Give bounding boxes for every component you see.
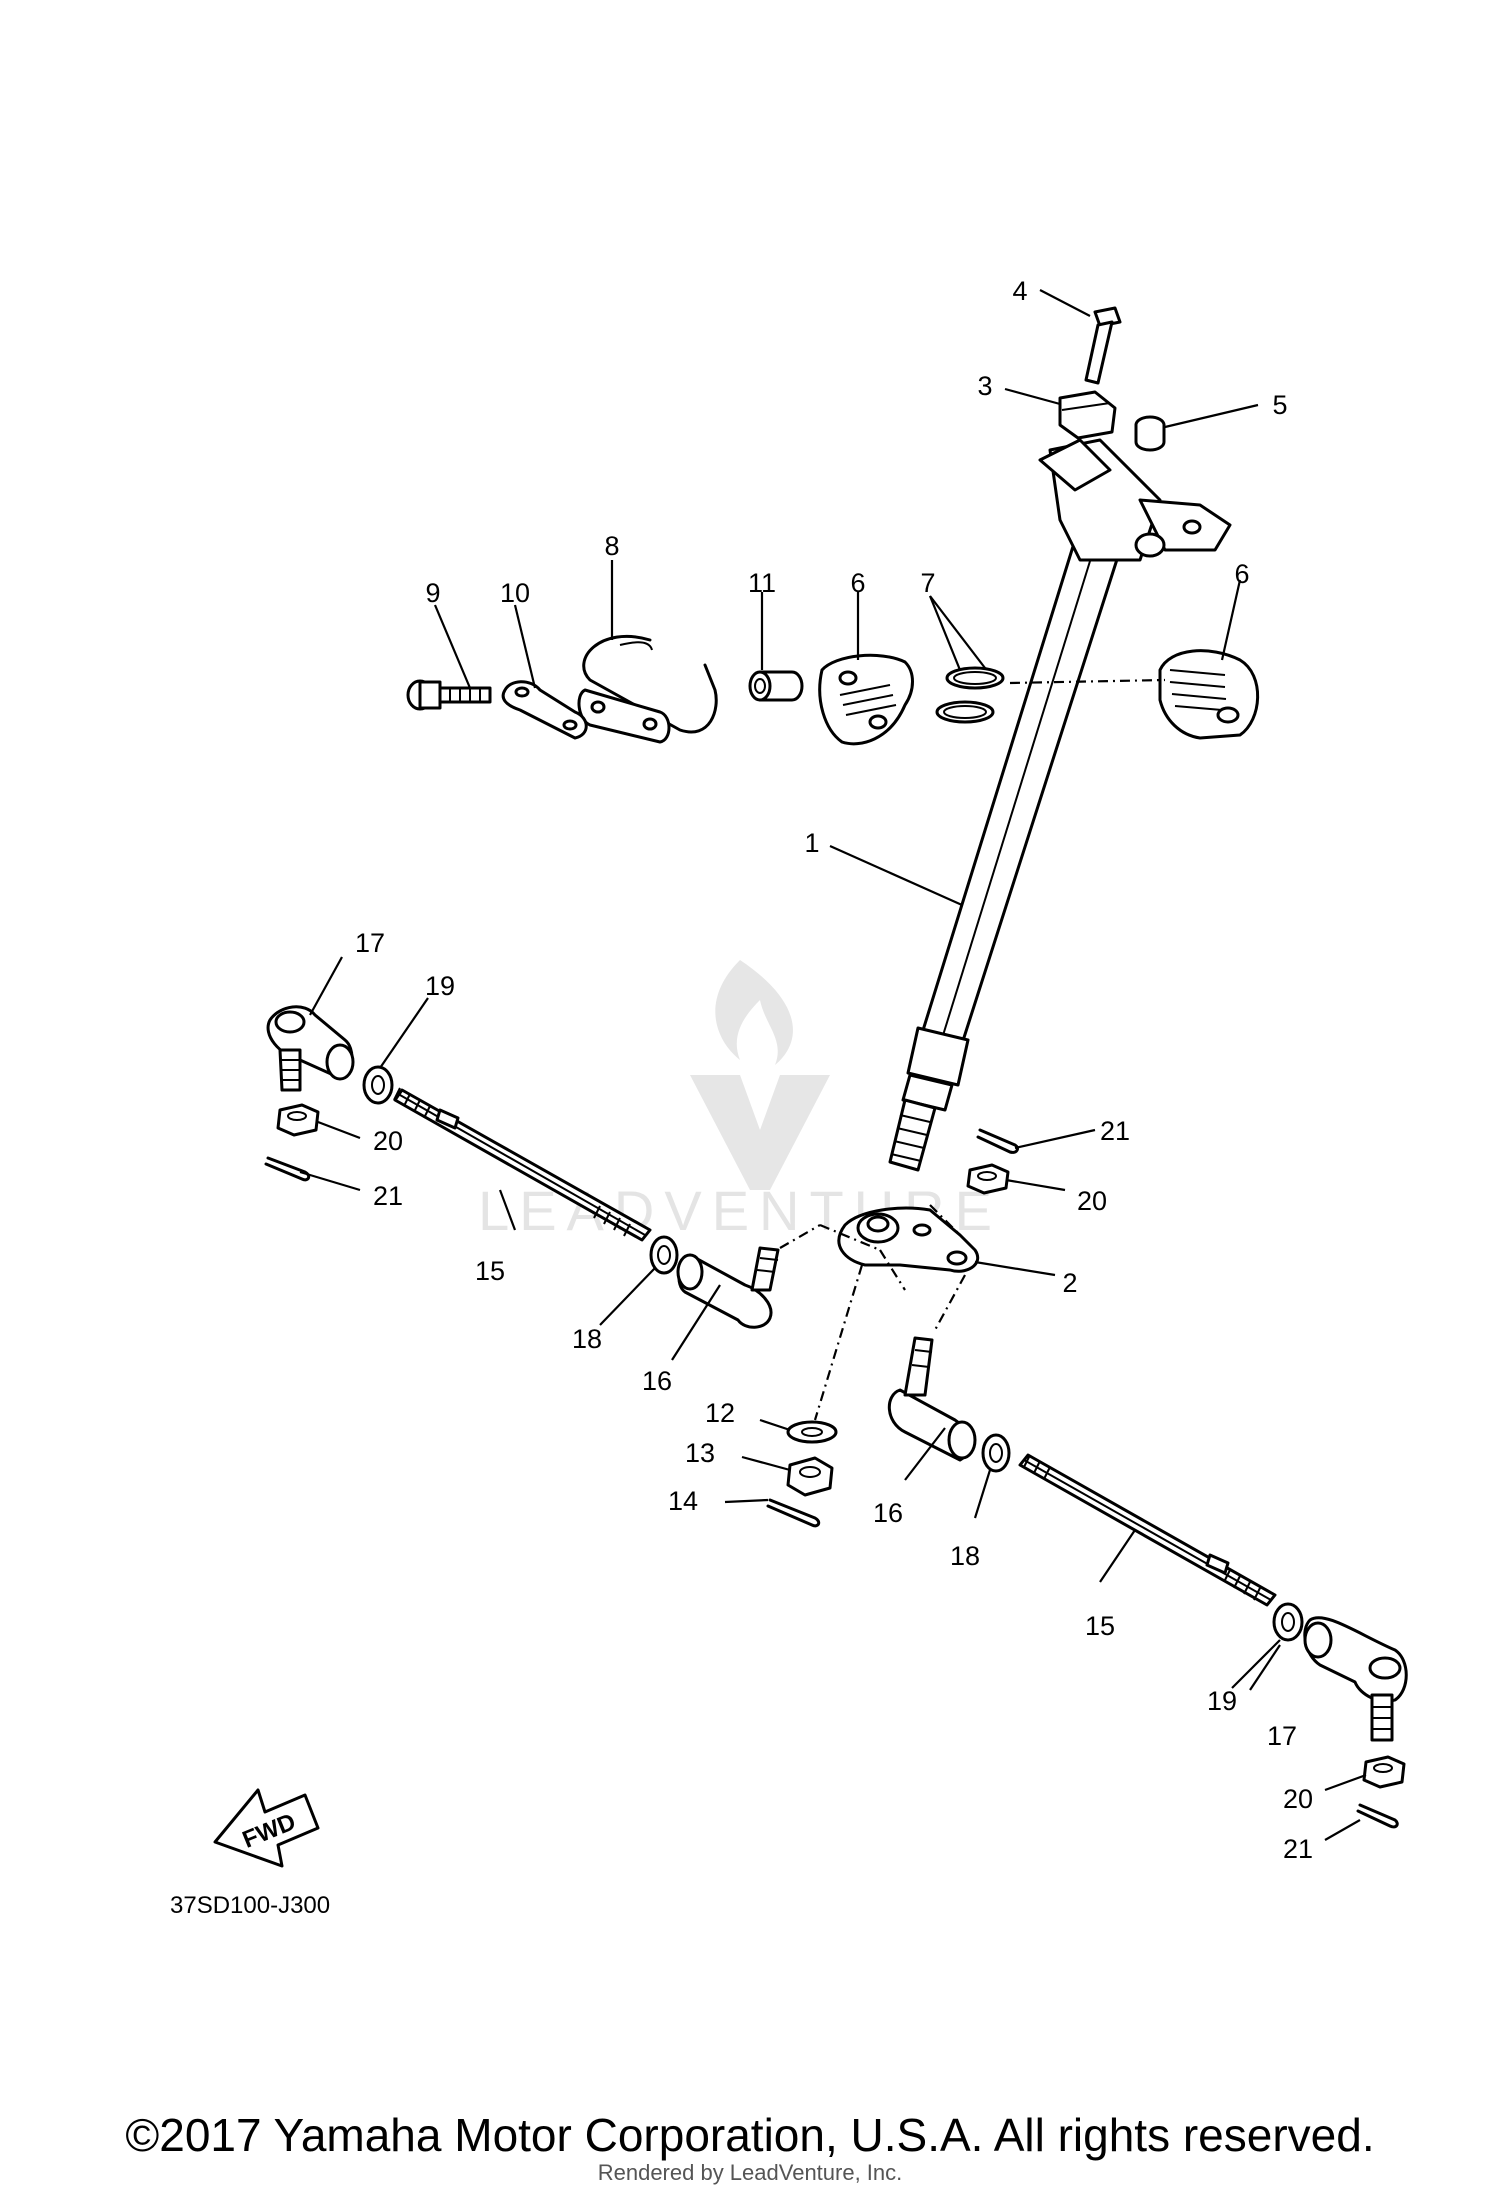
part-bolt-4 — [1084, 306, 1122, 385]
callout-4: 4 — [1012, 276, 1027, 306]
fwd-arrow-icon: FWD — [213, 1788, 320, 1868]
callout-10: 10 — [500, 578, 530, 608]
part-nut-19-left — [362, 1065, 394, 1105]
callout-17-right: 17 — [1267, 1721, 1297, 1751]
callout-16-right: 16 — [873, 1498, 903, 1528]
part-collar-5 — [1134, 415, 1166, 452]
copyright-text: ©2017 Yamaha Motor Corporation, U.S.A. A… — [125, 2109, 1375, 2161]
callout-12: 12 — [705, 1398, 735, 1428]
callout-11: 11 — [748, 568, 776, 598]
callout-16-left: 16 — [642, 1366, 672, 1396]
callout-6-left: 6 — [850, 568, 865, 598]
part-bushing-holder-right — [1158, 649, 1260, 740]
part-washer-12 — [786, 1420, 838, 1444]
callout-18-right: 18 — [950, 1541, 980, 1571]
callout-labels: 1 2 3 4 5 6 6 7 8 9 10 11 12 13 14 15 15… — [355, 276, 1313, 1864]
callout-21-left: 21 — [373, 1181, 403, 1211]
callout-14: 14 — [668, 1486, 698, 1516]
part-ball-joint-right — [1303, 1616, 1408, 1742]
part-tie-rod-left — [393, 1087, 652, 1242]
callout-20-left: 20 — [373, 1126, 403, 1156]
callout-20-right: 20 — [1283, 1784, 1313, 1814]
callout-5: 5 — [1272, 390, 1287, 420]
part-pitman-arm — [837, 1206, 979, 1273]
callout-20-mid: 20 — [1077, 1186, 1107, 1216]
part-castle-nut-20-left — [276, 1103, 320, 1137]
part-bolt-9 — [406, 679, 492, 711]
part-ball-joint-left — [266, 1005, 355, 1092]
part-cotter-pin-14 — [766, 1498, 821, 1528]
part-clamp — [1058, 390, 1117, 440]
leader-lines — [299, 289, 1367, 1841]
callout-19-right: 19 — [1207, 1686, 1237, 1716]
callout-8: 8 — [604, 531, 619, 561]
part-wire-clip — [577, 634, 718, 744]
callout-1: 1 — [804, 828, 819, 858]
callout-7: 7 — [920, 568, 935, 598]
assembly-lines — [779, 678, 1166, 1421]
callout-15-left: 15 — [475, 1256, 505, 1286]
part-cotter-pin-21-mid — [976, 1128, 1019, 1154]
callout-2: 2 — [1062, 1268, 1077, 1298]
callout-18-left: 18 — [572, 1324, 602, 1354]
part-nut-19-right — [1272, 1602, 1304, 1642]
part-castle-nut-20-mid — [966, 1163, 1010, 1195]
callout-9: 9 — [425, 578, 440, 608]
part-bushing — [748, 670, 804, 702]
part-washer-18-right — [981, 1433, 1011, 1473]
part-bushing-holder-left — [818, 653, 914, 746]
callout-17-left: 17 — [355, 928, 385, 958]
rendered-by-text: Rendered by LeadVenture, Inc. — [597, 2160, 903, 2185]
callout-13: 13 — [685, 1438, 715, 1468]
part-washer-18-left — [649, 1235, 679, 1275]
reference-code: 37SD100-J300 — [170, 1892, 330, 1919]
callout-3: 3 — [977, 371, 992, 401]
part-steering-shaft — [888, 438, 1232, 1172]
part-castle-nut-20-right — [1362, 1755, 1406, 1789]
part-cotter-pin-21-left — [264, 1156, 311, 1182]
part-seals — [935, 666, 1005, 724]
part-nut-13 — [786, 1456, 834, 1497]
part-tie-rod-end-right — [887, 1336, 977, 1462]
part-tie-rod-right — [1018, 1453, 1277, 1607]
callout-15-right: 15 — [1085, 1611, 1115, 1641]
part-lock-plate — [501, 680, 588, 740]
callout-6-right: 6 — [1234, 559, 1249, 589]
part-tie-rod-end-left — [676, 1246, 780, 1329]
callout-19-left: 19 — [425, 971, 455, 1001]
callout-21-mid: 21 — [1100, 1116, 1130, 1146]
callout-21-right: 21 — [1283, 1834, 1313, 1864]
part-cotter-pin-21-right — [1356, 1803, 1399, 1829]
